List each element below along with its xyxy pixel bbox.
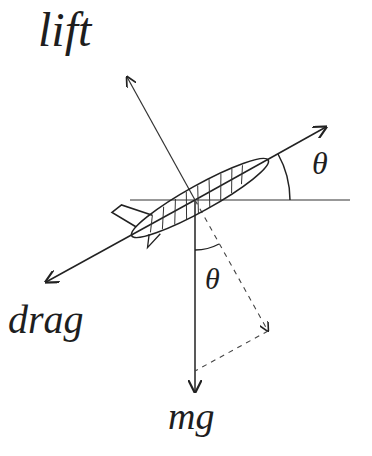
lift-arrow [127,77,195,200]
force-label: lift [38,4,91,57]
weight-arrow [194,200,196,392]
angle-label: θ [205,262,220,295]
drag-arrow [46,200,195,282]
angle-arc [195,244,219,250]
angle-label: θ [312,146,328,181]
angle-arc [278,154,290,200]
force-label: drag [8,298,84,342]
airplane [111,132,277,254]
component-line [195,200,268,331]
component-line [195,331,268,371]
horizontal-line [130,199,350,200]
thrust-arrow [195,127,326,200]
force-label: mg [168,396,214,438]
